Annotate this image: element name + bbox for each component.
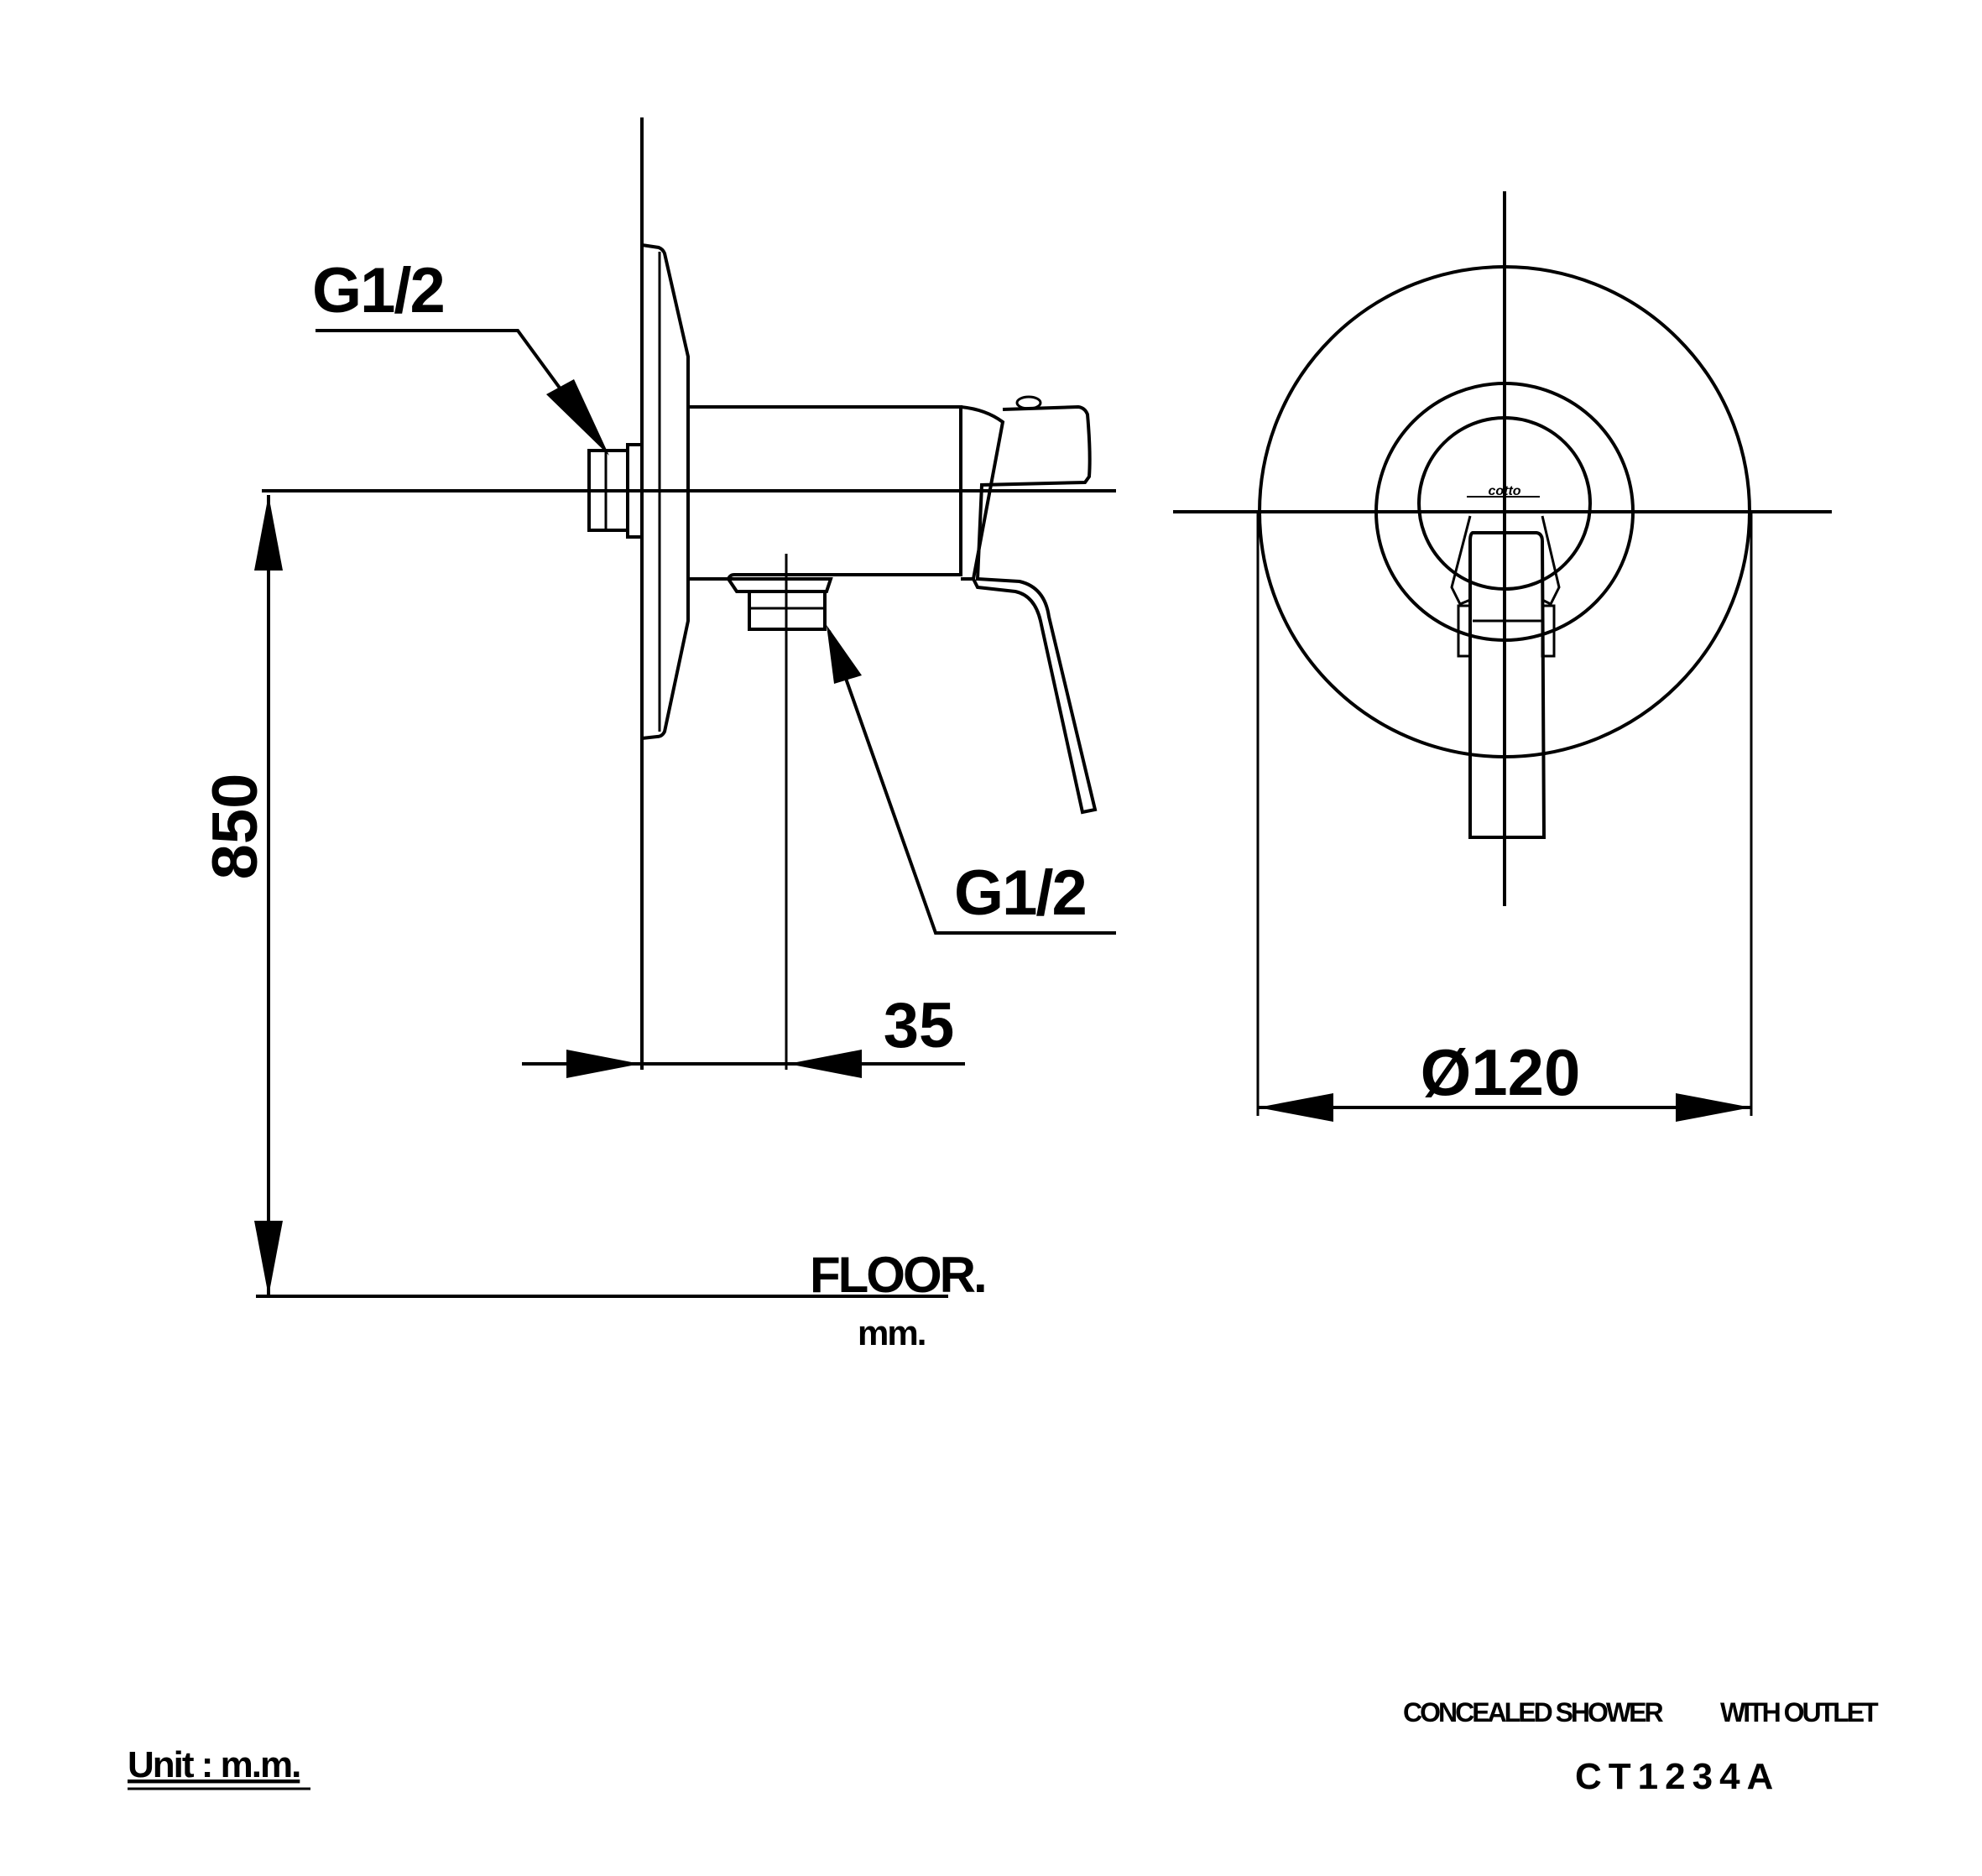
thread-label-bottom: G1/2 [954,857,1086,929]
handle-button [1015,395,1042,410]
side-view [254,117,1116,1298]
floor-label: FLOOR. [810,1247,985,1303]
handle-hub-circle [1417,416,1592,591]
offset-dim-arrow-left [566,1050,640,1078]
handle-profile [972,404,1098,815]
product-name: CONCEALED SHOWER [1403,1697,1663,1727]
height-dim-arrow-bottom [254,1221,283,1296]
height-label: 850 [200,774,271,880]
escutcheon-outer-circle [1258,265,1751,758]
outlet-nut [748,590,827,631]
height-dim-arrow-top [254,495,283,571]
outlet-nut-flange [725,577,833,593]
inlet-nut-flange [626,443,644,539]
diameter-label: Ø120 [1421,1035,1581,1109]
brand-logo-text: cotto [1488,484,1520,498]
floor-unit-label: mm. [858,1313,925,1352]
product-suffix: WITH OUTLET [1720,1697,1879,1727]
handle-front [1468,531,1546,839]
handle-side-right [1541,515,1561,607]
handle-side-left [1450,515,1472,606]
valve-body [688,405,962,581]
handle-clip-left [1457,604,1472,658]
handle-collar [960,405,1005,581]
escutcheon-profile [641,243,690,740]
leader-bottom-arrow [827,625,862,684]
leader-bottom [827,630,1116,935]
dia-dim-arrow-left [1258,1093,1333,1122]
offset-label: 35 [884,990,955,1061]
front-view: cotto [1173,191,1832,1122]
unit-label: Unit : m.m. [128,1744,300,1785]
handle-clip-right [1541,604,1556,658]
thread-label-top: G1/2 [312,255,444,326]
model-number: CT1234A [1575,1756,1780,1797]
leader-top-arrow [546,379,609,456]
offset-dim-arrow-right [788,1050,862,1078]
escutcheon-inner-circle [1374,382,1635,642]
dia-dim-arrow-right [1676,1093,1751,1122]
